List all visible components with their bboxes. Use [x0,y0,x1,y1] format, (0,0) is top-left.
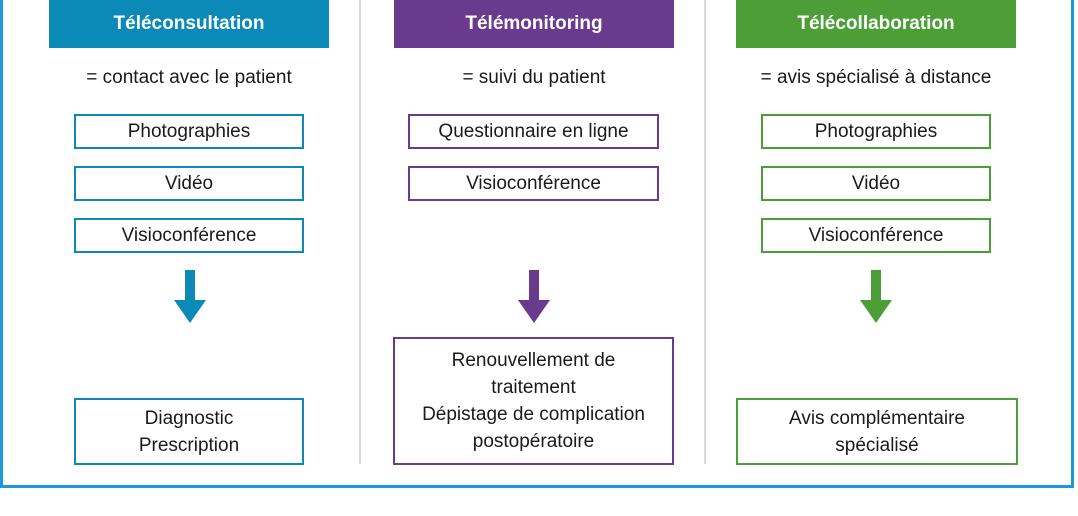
result-line: Renouvellement de [451,350,616,371]
column-divider [704,0,706,464]
result-line: Avis complémentaire [788,407,965,429]
result-line: Dépistage de complication [422,404,645,425]
arrow-down-icon [860,270,892,323]
result-line: spécialisé [835,434,919,456]
arrow-down-icon [174,270,206,323]
telecollaboration-result: Avis complémentaire spécialisé [736,398,1018,465]
result-line: Prescription [138,434,240,456]
arrow-down-icon [518,270,550,323]
telemonitoring-subtitle: = suivi du patient [462,67,606,88]
teleconsultation-item-photographies: Photographies [74,114,304,149]
telemonitoring-result: Renouvellement de traitement Dépistage d… [393,337,674,465]
telecollaboration-subtitle: = avis spécialisé à distance [760,67,992,88]
telecollaboration-item-video: Vidéo [761,166,991,201]
teleconsultation-subtitle: = contact avec le patient [86,67,292,88]
result-line: postopératoire [472,431,595,452]
column-divider [359,0,361,464]
teleconsultation-item-video: Vidéo [74,166,304,201]
telecollaboration-header: Télécollaboration [736,0,1016,48]
teleconsultation-result: Diagnostic Prescription [74,398,304,465]
result-line: traitement [491,377,576,398]
telecollaboration-item-photographies: Photographies [761,114,991,149]
teleconsultation-header: Téléconsultation [49,0,329,48]
teleconsultation-item-visioconference: Visioconférence [74,218,304,253]
telemonitoring-item-questionnaire: Questionnaire en ligne [408,114,659,149]
telecollaboration-item-visioconference: Visioconférence [761,218,991,253]
result-line: Diagnostic [144,407,234,429]
telemonitoring-item-visioconference: Visioconférence [408,166,659,201]
telemonitoring-header: Télémonitoring [394,0,674,48]
